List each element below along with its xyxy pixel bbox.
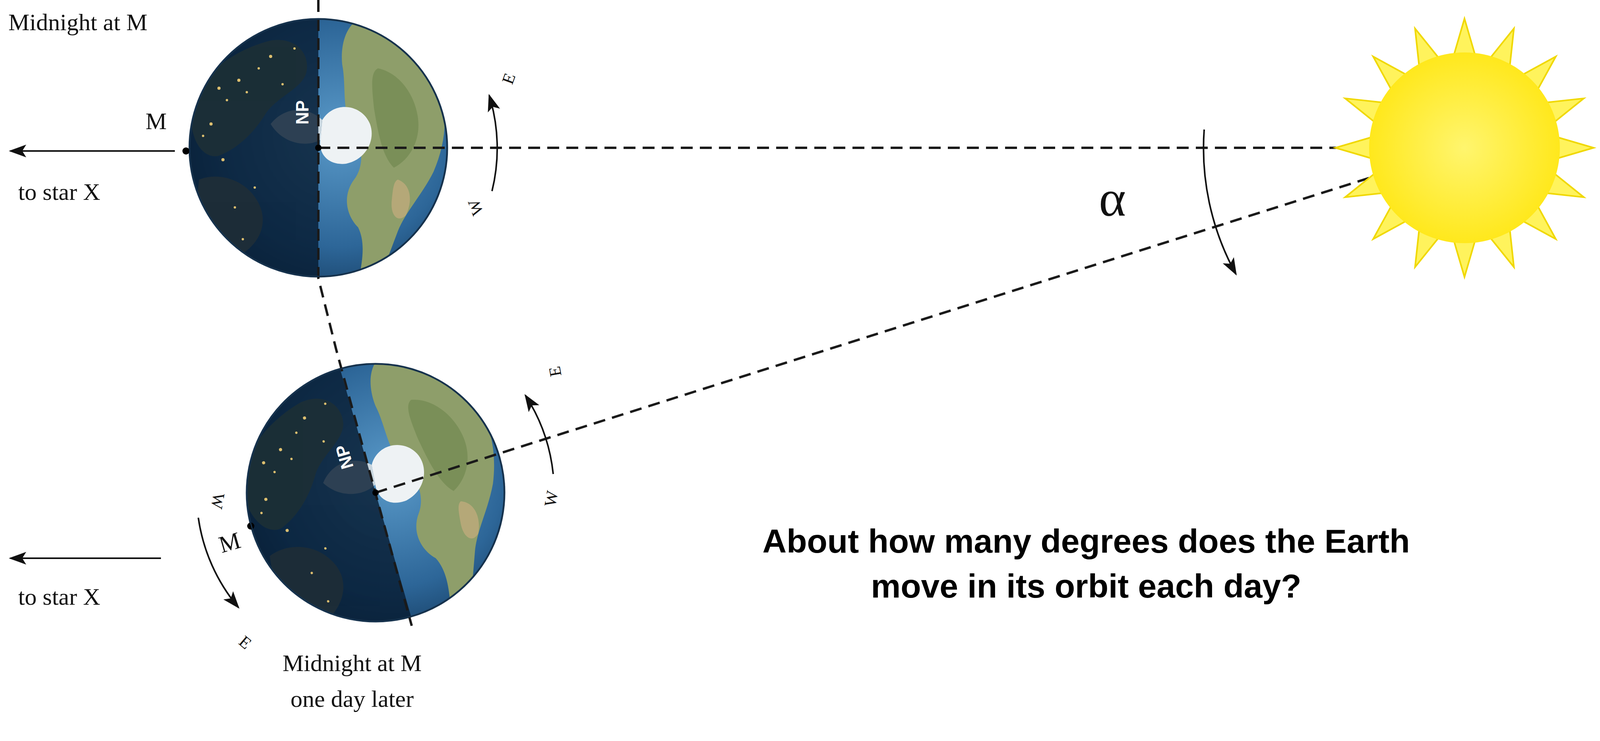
text-holder: NP: [293, 100, 312, 125]
pole-dot: [372, 489, 379, 496]
location-dot: [182, 147, 190, 155]
caption-holder: About how many degrees does the Earth mo…: [744, 519, 1428, 610]
label-holder: E: [544, 364, 566, 379]
compass-letter: E: [497, 70, 520, 88]
text-holder: NP: [332, 443, 357, 472]
label-holder: W: [207, 491, 229, 511]
direction-label: to star X: [18, 178, 101, 206]
compass-letter: W: [540, 489, 562, 508]
globe-outline: [246, 363, 505, 622]
sun-line: [318, 146, 1465, 150]
terminator-line: [318, 0, 412, 626]
time-label: Midnight at M one day later: [278, 645, 426, 717]
globe-outline-circle: [189, 19, 448, 277]
question-caption: About how many degrees does the Earth mo…: [744, 519, 1428, 610]
rotation-arrow: [525, 395, 554, 475]
pole-label: NP: [332, 443, 357, 472]
label-holder: E: [497, 70, 520, 88]
point-label: M: [145, 107, 167, 136]
angle-symbol: α: [1098, 168, 1126, 229]
label-holder: E: [235, 631, 256, 653]
earth-picture: [208, 327, 537, 661]
label-holder: α: [1098, 168, 1126, 229]
direction-label: to star X: [18, 583, 101, 611]
star-arrow: [10, 557, 161, 560]
label-holder: M: [215, 526, 244, 559]
label-holder: W: [464, 196, 488, 219]
label-holder: to star X: [18, 583, 101, 611]
earth-globe: NP: [189, 18, 448, 277]
sun-picture: [1335, 18, 1594, 277]
sun-line: [375, 147, 1465, 493]
compass-letter: W: [464, 196, 488, 219]
rotation-arrow: [489, 95, 498, 192]
label-holder: W: [540, 489, 562, 508]
earth-picture: [183, 12, 448, 283]
time-label: Midnight at M: [8, 8, 148, 37]
compass-letter: W: [207, 491, 229, 511]
point-label: M: [215, 526, 244, 559]
compass-letter: E: [235, 631, 256, 653]
earth-globe: NP: [246, 363, 505, 622]
pole-label: NP: [293, 100, 312, 125]
pole-dot: [315, 144, 322, 152]
label-holder: to star X: [18, 178, 101, 206]
label-holder: Midnight at M: [8, 8, 148, 37]
star-arrow: [10, 150, 175, 152]
globe-outline-circle: [247, 364, 505, 622]
label-holder: M: [145, 107, 167, 136]
globe-outline: [189, 18, 448, 277]
compass-letter: E: [544, 364, 566, 379]
label-holder: Midnight at M one day later: [278, 645, 426, 717]
angle-arc: [1203, 129, 1236, 275]
